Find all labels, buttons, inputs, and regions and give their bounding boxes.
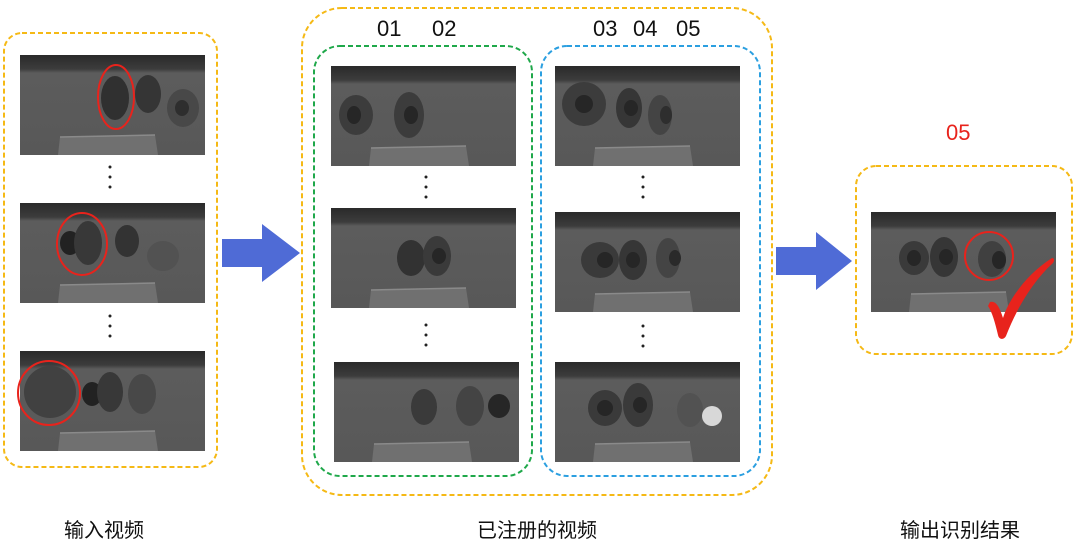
ellipsis-dots — [108, 314, 112, 338]
input-highlight-circle — [17, 360, 81, 426]
input-highlight-circle — [56, 212, 108, 276]
registered-id-label: 02 — [432, 16, 457, 41]
output-frame — [871, 212, 1056, 312]
output-result-frame — [855, 165, 1073, 355]
result-id-label: 05 — [946, 120, 971, 145]
registered-frame — [555, 362, 740, 462]
group-01-02-frame — [313, 45, 533, 477]
group-03-05-frame — [540, 45, 761, 477]
ellipsis-dots — [641, 175, 645, 199]
registered-videos-caption: 已注册的视频 — [477, 518, 597, 542]
ellipsis-dots — [424, 175, 428, 199]
registered-frame — [331, 208, 516, 308]
registered-id-label: 03 — [593, 16, 618, 41]
output-highlight-circle — [964, 231, 1014, 281]
registered-id-label: 05 — [676, 16, 701, 41]
registered-frame — [555, 66, 740, 166]
check-mark-icon — [988, 258, 1055, 339]
right-arrow-icon — [222, 224, 300, 282]
input-frame-2 — [20, 203, 205, 303]
input-highlight-circle — [97, 64, 135, 130]
right-arrow-icon — [776, 232, 852, 290]
ellipsis-dots — [424, 323, 428, 347]
registered-id-label: 04 — [633, 16, 658, 41]
registered-videos-frame — [301, 7, 773, 496]
registered-id-label: 01 — [377, 16, 402, 41]
input-video-caption: 输入视频 — [64, 518, 144, 542]
registered-frame — [331, 66, 516, 166]
registered-frame — [555, 212, 740, 312]
output-result-caption: 输出识别结果 — [900, 518, 1020, 542]
input-video-frame — [3, 32, 218, 468]
ellipsis-dots — [108, 165, 112, 189]
input-frame-1 — [20, 55, 205, 155]
ellipsis-dots — [641, 324, 645, 348]
input-frame-3 — [17, 351, 205, 451]
registered-frame — [334, 362, 519, 462]
